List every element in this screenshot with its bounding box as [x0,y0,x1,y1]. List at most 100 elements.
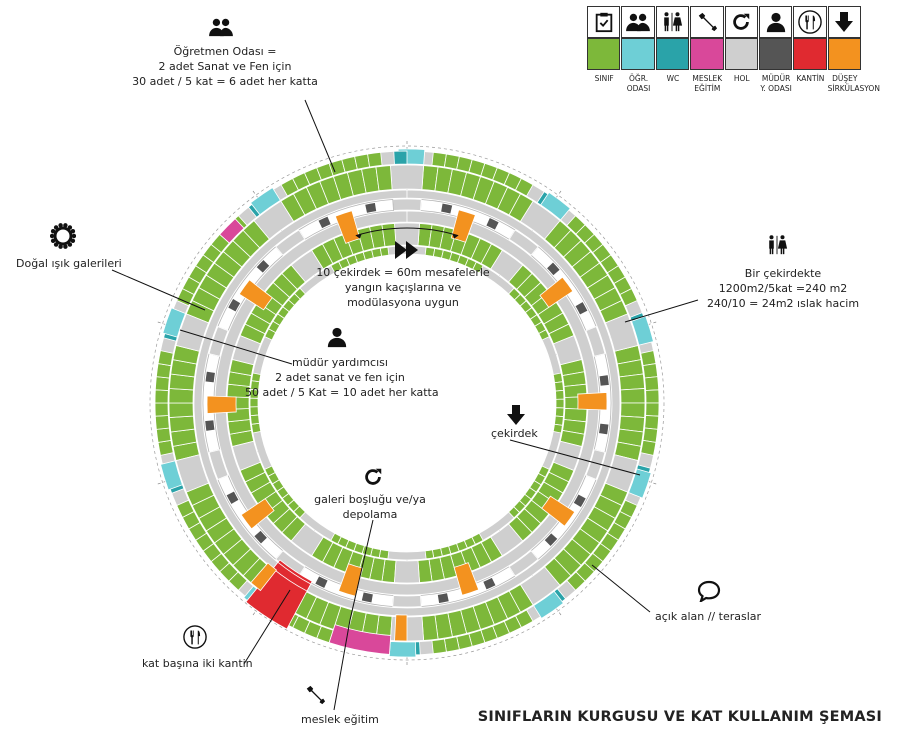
wrench-icon [304,684,326,710]
legend-label: SINIF [594,74,614,83]
refresh-icon [362,466,384,492]
classroom-inner-thin [424,549,435,560]
open-area-leader [591,564,651,613]
vice-principal-room [204,370,216,384]
open-area-line-1: açık alan // teraslar [655,610,762,623]
teacher-room-leader [304,99,336,173]
classroom-outer-thin [619,288,638,307]
corridor-band [193,189,621,617]
legend-swatch [655,38,690,70]
vice-principal-room [572,493,587,509]
open-area-label: açık alan // teraslar [655,609,761,624]
vertical-circulation [453,562,480,596]
classroom-outer-thin [155,427,172,443]
vice-principal-room [204,419,216,432]
legend-label: MÜDÜR Y. ODASI [760,74,792,93]
vice-principal-room [360,591,374,604]
legend-label: MESLEK EĞİTİM [692,74,723,93]
teacher-room [540,191,571,221]
vertical-circulation [250,562,278,592]
classroom-inner-thin [249,406,259,417]
vice-principal-room [253,529,269,545]
classroom-outer [620,388,646,404]
light-gallery-line-1: Doğal ışık galerileri [16,257,122,270]
classroom-outer-thin [642,363,659,379]
vice-principal-room [482,576,497,591]
classroom-outer-thin [154,402,169,417]
wrench-icon [690,6,724,38]
vertical-circulation [541,495,576,527]
core-block-inner [490,249,524,283]
classroom-outer-thin [566,571,586,591]
arrowhead-icon [452,233,459,239]
teacher-room [162,307,186,338]
classroom-outer-thin [514,177,534,197]
classroom-outer-thin [157,439,174,456]
gear-icon [49,223,77,253]
classroom-inner-thin [555,398,565,409]
vice-principal-room [440,202,454,215]
vice-principal-room [598,374,610,387]
core-block [389,164,425,190]
classroom-outer-thin [640,439,657,456]
core-gallery-gap [208,449,229,480]
vertical-circulation [577,392,608,411]
light-gallery-label: Doğal ışık galerileri [16,256,122,271]
classroom-outer-thin [443,636,460,653]
two-people-icon [621,6,655,38]
teacher-room [160,460,183,491]
core-label: çekirdek [491,426,538,441]
legend-label: ÖĞR. ODASI [626,74,651,93]
classroom-inner-thin [552,423,563,434]
light-gallery-leader [111,269,206,311]
vice-principal-room [225,490,240,506]
classroom-outer-thin [645,402,660,417]
clipboard-check-icon [587,6,621,38]
canteen-leader [243,589,291,665]
down-arrow-icon [506,404,526,430]
classroom-inner-thin [251,372,262,383]
legend-label: KANTİN [796,74,825,83]
core-gallery-gap [275,229,306,256]
vertical-circulation [394,614,408,642]
vocational-leader [333,619,351,711]
gallery-void-line-2: depolama [342,508,398,521]
vice-principal-room [485,217,500,231]
classroom-outer-thin [157,350,174,367]
core-block [604,454,639,493]
fork-knife-icon [183,625,207,653]
fork-knife-icon [793,6,827,38]
wc-label: Bir çekirdekte 1200m2/5kat =240 m2 240/1… [698,266,868,311]
classroom-inner-thin [250,414,260,425]
vice-principal-room [364,202,378,214]
wc-line-2: 1200m2/5kat =240 m2 [718,282,848,295]
vocational-block [219,218,245,244]
classroom-inner-thin [264,465,276,477]
vertical-circulation [238,279,273,311]
classroom-inner-thin [508,506,521,519]
core-gallery-gap [585,449,606,480]
core-gallery-gap [392,198,422,211]
vertical-circulation [240,498,275,530]
canteen-label: kat başına iki kantin [142,656,253,671]
canteen-line-1: kat başına iki kantin [142,657,253,670]
legend-swatch [587,38,621,70]
legend-icons [587,6,862,38]
wc-line-3: 240/10 = 24m2 ıslak hacim [706,297,860,310]
classroom-inner-thin [379,246,390,257]
vice-principal-line-2: 2 adet sanat ve fen için [275,371,405,384]
core-block [519,200,561,240]
person-icon [758,6,793,38]
vice-principal-room [574,300,589,316]
core-block-inner [394,560,420,584]
classroom-inner-thin [538,329,550,341]
wc-leader [624,299,699,323]
core-line-1: çekirdek [491,427,538,440]
classroom-outer-thin [354,153,371,170]
classroom-outer-thin [645,389,660,404]
chat-icon [697,580,721,606]
vice-principal-room [314,575,329,589]
